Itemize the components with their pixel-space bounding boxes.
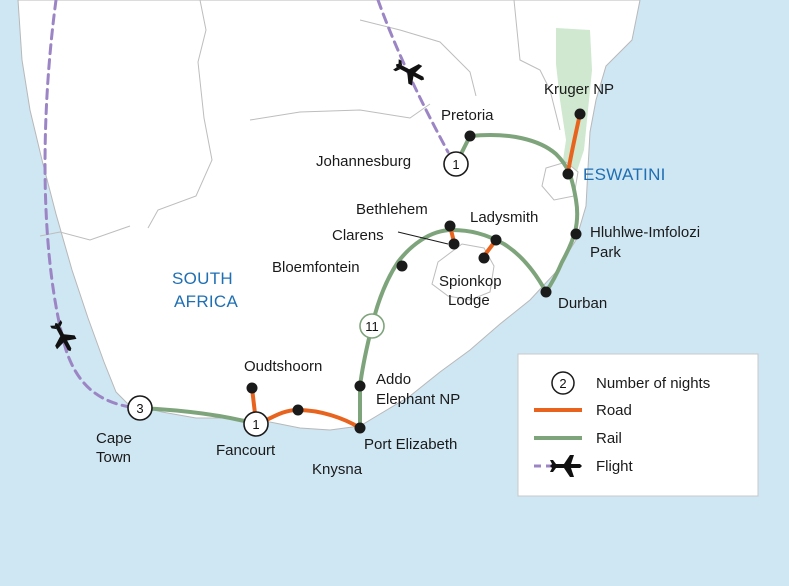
- airplane-icon: [393, 59, 425, 86]
- legend-rail-label: Rail: [596, 430, 622, 447]
- rail-route-north: [468, 132, 580, 294]
- legend-road-row: Road: [534, 402, 632, 419]
- nights-marker-johannesburg: 1: [443, 151, 469, 177]
- label-spionkop-line2: Lodge: [448, 292, 490, 309]
- label-johannesburg: Johannesburg: [316, 153, 411, 170]
- label-knysna: Knysna: [312, 461, 363, 478]
- town-dot-pretoria: [464, 130, 476, 142]
- legend-rail-row: Rail: [534, 430, 622, 447]
- nights-marker-cape-town: 3: [127, 395, 153, 421]
- country-label-africa: AFRICA: [174, 292, 238, 311]
- label-bethlehem: Bethlehem: [356, 201, 428, 218]
- legend-nights-row: 2 Number of nights: [551, 371, 710, 395]
- label-ladysmith: Ladysmith: [470, 209, 538, 226]
- label-clarens: Clarens: [332, 227, 384, 244]
- nights-count-cape-town: 3: [136, 401, 143, 416]
- label-oudtshoorn: Oudtshoorn: [244, 358, 322, 375]
- label-port-elizabeth: Port Elizabeth: [364, 436, 457, 453]
- label-hluhluwe-line2: Park: [590, 244, 621, 261]
- town-dot-ladysmith: [490, 234, 502, 246]
- label-cape-line1: Cape: [96, 430, 132, 447]
- town-dot-bethlehem: [444, 220, 456, 232]
- town-dot-knysna: [292, 404, 304, 416]
- borders: [39, 0, 561, 241]
- town-dot-clarens: [448, 238, 460, 250]
- town-dot-port-elizabeth: [354, 422, 366, 434]
- airplane-icon: [550, 455, 582, 477]
- country-label-eswatini: ESWATINI: [583, 165, 666, 184]
- town-dot-kruger: [574, 108, 586, 120]
- label-addo-line1: Addo: [376, 371, 411, 388]
- legend-nights-label: Number of nights: [596, 375, 710, 392]
- legend-flight-label: Flight: [596, 458, 634, 475]
- label-durban: Durban: [558, 295, 607, 312]
- town-dot-eswatini: [562, 168, 574, 180]
- label-addo-line2: Elephant NP: [376, 391, 460, 408]
- town-dot-durban: [540, 286, 552, 298]
- airplane-icon: [50, 320, 77, 352]
- country-label-south: SOUTH: [172, 269, 233, 288]
- nights-marker-rail-leg: 11: [359, 313, 385, 339]
- town-dot-spionkop: [478, 252, 490, 264]
- nights-count-johannesburg: 1: [452, 157, 459, 172]
- town-dot-oudtshoorn: [246, 382, 258, 394]
- label-pretoria: Pretoria: [441, 107, 494, 124]
- label-bloemfontein: Bloemfontein: [272, 259, 360, 276]
- nights-count-rail-leg: 11: [365, 319, 379, 334]
- land-south-africa: [17, 0, 641, 431]
- flight-route-cape-town: [43, 0, 140, 410]
- nights-marker-fancourt: 1: [243, 411, 269, 437]
- label-spionkop-line1: Spionkop: [439, 273, 502, 290]
- town-dot-bloemfontein: [396, 260, 408, 272]
- clarens-leader-line: [397, 231, 449, 245]
- town-dots: [246, 108, 586, 434]
- label-kruger: Kruger NP: [544, 81, 614, 98]
- label-hluhluwe-line1: Hluhlwe-Imfolozi: [590, 224, 700, 241]
- town-dot-hluhluwe: [570, 228, 582, 240]
- legend-nights-symbol: 2: [559, 376, 566, 391]
- label-fancourt: Fancourt: [216, 442, 276, 459]
- town-dot-addo: [354, 380, 366, 392]
- legend: 2 Number of nights Road Rail Flight: [517, 353, 759, 497]
- legend-flight-row: Flight: [534, 455, 634, 477]
- label-cape-line2: Town: [96, 449, 131, 466]
- nights-count-fancourt: 1: [252, 417, 259, 432]
- kruger-park-area: [556, 28, 592, 186]
- legend-road-label: Road: [596, 402, 632, 419]
